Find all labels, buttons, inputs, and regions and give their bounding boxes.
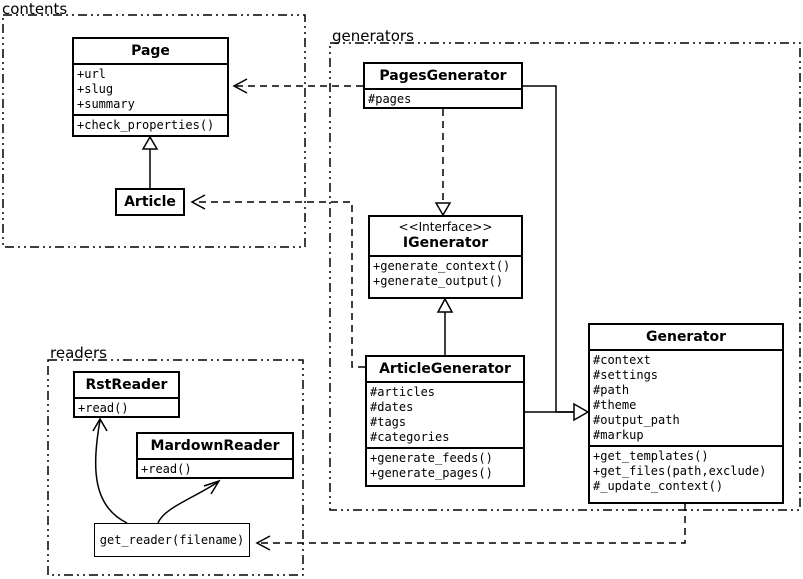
stereotype-interface: <<Interface>> — [398, 220, 493, 234]
attribute: #path — [593, 383, 630, 397]
function-box-get-reader: get_reader(filename) — [94, 523, 250, 557]
realization-arrow-articlegenerator-igenerator — [436, 297, 454, 355]
attributes-compartment: #articles #dates #tags #categories — [367, 381, 523, 447]
attribute: +summary — [77, 97, 135, 111]
class-name-pagesgenerator: PagesGenerator — [379, 68, 507, 84]
realization-arrow-pagesgenerator-igenerator — [434, 109, 452, 217]
attribute: +slug — [77, 82, 114, 96]
class-box-pagesgenerator: PagesGenerator #pages — [363, 62, 523, 109]
attribute: #dates — [370, 400, 414, 414]
attribute: #markup — [593, 428, 644, 442]
class-box-page: Page +url +slug +summary +check_properti… — [72, 37, 229, 137]
attribute: #context — [593, 353, 651, 367]
attribute: +url — [77, 67, 106, 81]
class-name-rstreader: RstReader — [85, 377, 168, 393]
attribute: #output_path — [593, 413, 680, 427]
package-frame-readers — [47, 359, 304, 576]
method: +get_files(path,exclude) — [593, 464, 767, 478]
dependency-arrow-pagesgenerator-page — [232, 78, 363, 94]
class-box-rstreader: RstReader +read() — [73, 371, 180, 418]
arrow-getreader-rstreader — [92, 417, 128, 524]
arrow-getreader-markdownreader — [157, 479, 221, 524]
class-box-markdownreader: MardownReader +read() — [136, 432, 294, 479]
method: +generate_context() — [373, 259, 511, 273]
package-label-readers: readers — [50, 344, 107, 362]
method: +check_properties() — [77, 118, 215, 132]
dependency-arrow-articlegenerator-article — [190, 194, 365, 368]
class-name-igenerator: IGenerator — [402, 235, 489, 251]
attribute: #categories — [370, 430, 450, 444]
method: +generate_feeds() — [370, 451, 493, 465]
package-label-generators: generators — [332, 27, 414, 45]
class-box-generator: Generator #context #settings #path #them… — [588, 323, 784, 504]
package-label-contents: contents — [2, 0, 68, 18]
method: +generate_pages() — [370, 466, 493, 480]
method: #_update_context() — [593, 479, 724, 493]
attribute: #theme — [593, 398, 637, 412]
class-name-page: Page — [131, 43, 170, 59]
method: +read() — [78, 401, 129, 415]
class-name-markdownreader: MardownReader — [150, 438, 280, 454]
class-name-article: Article — [124, 194, 176, 210]
attribute: #settings — [593, 368, 659, 382]
methods-compartment: +check_properties() — [74, 114, 227, 135]
methods-compartment: +get_templates() +get_files(path,exclude… — [590, 445, 782, 496]
package-frame-generators — [329, 42, 801, 511]
inheritance-arrow-generators-generator — [523, 85, 590, 422]
methods-compartment: +generate_context() +generate_output() — [370, 255, 521, 291]
method: +read() — [141, 462, 192, 476]
attribute: #articles — [370, 385, 436, 399]
package-frame-contents — [2, 14, 306, 248]
attributes-compartment: #context #settings #path #theme #output_… — [590, 349, 782, 445]
dependency-arrow-generator-getreader — [255, 504, 686, 551]
class-box-article: Article — [115, 188, 185, 216]
attribute: #tags — [370, 415, 407, 429]
attributes-compartment: #pages — [365, 88, 521, 107]
attributes-compartment: +url +slug +summary — [74, 63, 227, 114]
methods-compartment: +read() — [75, 397, 178, 416]
class-name-generator: Generator — [645, 329, 726, 345]
method: +generate_output() — [373, 274, 504, 288]
attribute: #pages — [368, 92, 412, 106]
inheritance-arrow-article-page — [141, 135, 159, 188]
class-box-articlegenerator: ArticleGenerator #articles #dates #tags … — [365, 355, 525, 487]
class-box-igenerator: <<Interface>> IGenerator +generate_conte… — [368, 215, 523, 299]
class-name-articlegenerator: ArticleGenerator — [379, 361, 511, 377]
methods-compartment: +read() — [138, 458, 292, 477]
methods-compartment: +generate_feeds() +generate_pages() — [367, 447, 523, 483]
method: +get_templates() — [593, 449, 709, 463]
